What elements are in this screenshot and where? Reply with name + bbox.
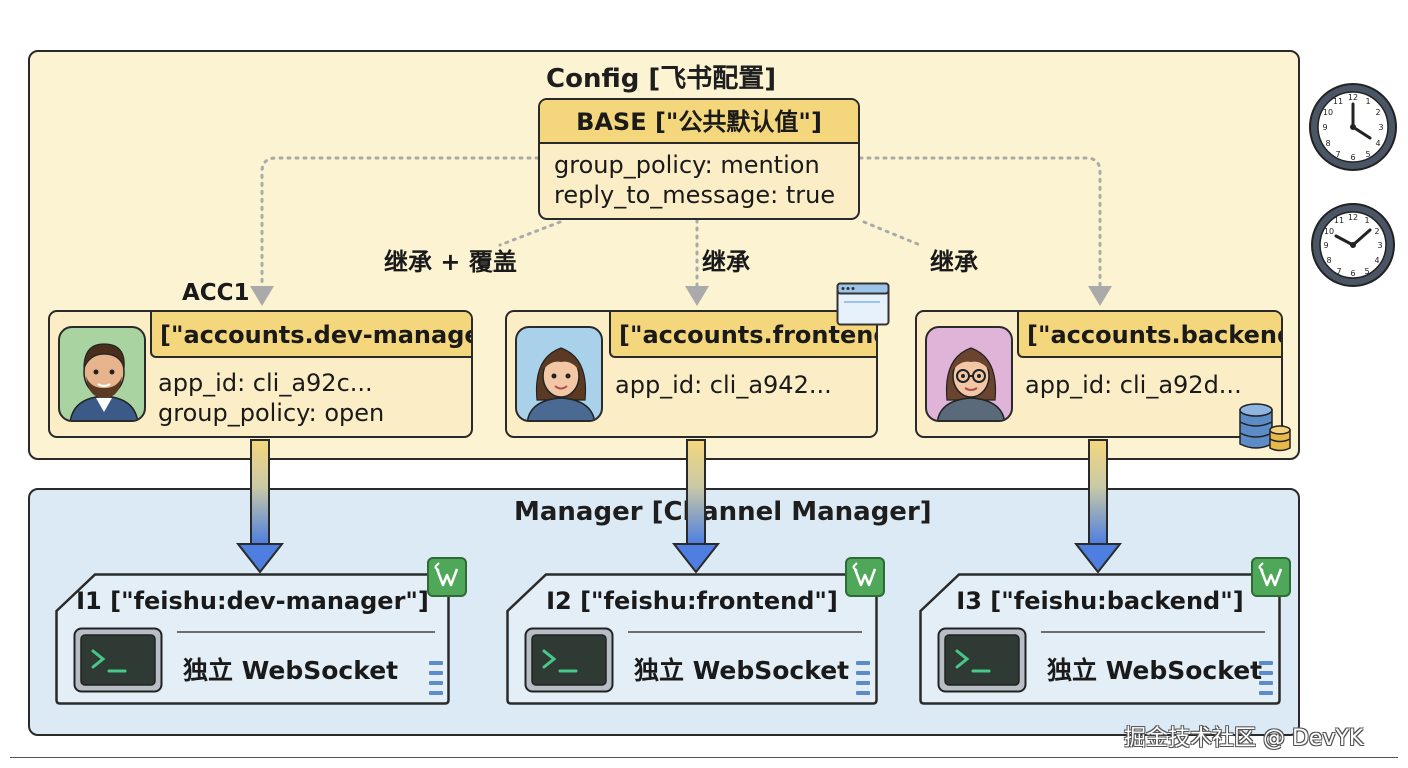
watermark: 掘金技术社区 @ DevYK	[1124, 726, 1364, 751]
account-card-body-dev-manager: app_id: cli_a92c... group_policy: open	[158, 368, 384, 428]
websocket-badge-icon	[427, 557, 467, 597]
instance-card-frontend: I2 ["feishu:frontend"] 独立 WebSocket	[506, 573, 878, 705]
edge-label-inherit-frontend: 继承	[702, 248, 750, 276]
account-card-backend: ["accounts.backend"] app_id: cli_a92d...	[915, 310, 1283, 438]
database-icon	[1239, 403, 1291, 452]
base-line-reply-to-message: reply_to_message: true	[554, 181, 836, 209]
svg-text:12: 12	[1348, 213, 1358, 222]
account-card-title-dev-manager: ["accounts.dev-manager"]	[150, 312, 471, 358]
svg-text:9: 9	[1323, 241, 1328, 250]
flow-arrow-shaft-1	[250, 439, 270, 545]
terminal-icon	[937, 627, 1027, 693]
account-app-id-dev-manager: app_id: cli_a92c...	[158, 369, 373, 397]
svg-text:10: 10	[1324, 227, 1334, 236]
inherit-arrowhead-acc3	[1088, 286, 1112, 306]
flow-arrowhead-2	[671, 543, 721, 574]
svg-text:11: 11	[1333, 97, 1343, 106]
avatar-icon	[925, 326, 1013, 422]
websocket-badge-icon	[1251, 557, 1291, 597]
account-card-body-backend: app_id: cli_a92d...	[1025, 370, 1242, 400]
inherit-line-acc3	[858, 156, 1102, 287]
account-card-dev-manager: ["accounts.dev-manager"] app_id: cli_a92…	[48, 310, 473, 438]
inherit-arrowhead-acc1	[250, 286, 274, 306]
avatar-icon	[58, 326, 146, 422]
account-card-frontend: ["accounts.frontend"] app_id: cli_a942..…	[505, 310, 878, 438]
base-line-group-policy: group_policy: mention	[554, 151, 820, 179]
svg-text:6: 6	[1350, 153, 1355, 162]
flow-arrow-shaft-3	[1088, 439, 1108, 545]
menu-icon	[1259, 661, 1273, 695]
account-app-id-frontend: app_id: cli_a942...	[615, 371, 832, 399]
svg-text:2: 2	[1374, 227, 1379, 236]
menu-icon	[429, 661, 443, 695]
bottom-divider	[10, 757, 1398, 758]
svg-text:1: 1	[1365, 97, 1370, 106]
inherit-line-acc1-diag	[498, 220, 562, 247]
base-card-title: BASE ["公共默认值"]	[540, 100, 858, 144]
instance-text-backend: 独立 WebSocket	[1047, 656, 1263, 685]
flow-arrow-shaft-2	[686, 439, 706, 545]
instance-title-frontend: I2 ["feishu:frontend"]	[546, 587, 838, 615]
svg-text:2: 2	[1375, 108, 1380, 117]
svg-text:5: 5	[1364, 267, 1369, 276]
base-card: BASE ["公共默认值"] group_policy: mention rep…	[538, 98, 860, 220]
acc1-label: ACC1	[182, 280, 250, 306]
flow-arrowhead-3	[1073, 543, 1123, 574]
account-card-title-backend: ["accounts.backend"]	[1017, 312, 1281, 358]
svg-text:11: 11	[1334, 216, 1344, 225]
svg-text:4: 4	[1374, 256, 1379, 265]
inherit-line-acc3-diag	[862, 220, 922, 247]
svg-text:1: 1	[1364, 216, 1369, 225]
svg-text:5: 5	[1365, 150, 1370, 159]
svg-text:7: 7	[1336, 267, 1341, 276]
instance-title-dev-manager: I1 ["feishu:dev-manager"]	[76, 587, 429, 615]
account-group-policy-dev-manager: group_policy: open	[158, 399, 385, 427]
svg-text:8: 8	[1325, 139, 1330, 148]
menu-icon	[856, 661, 870, 695]
terminal-icon	[524, 627, 614, 693]
browser-window-icon	[836, 282, 890, 326]
manager-title: Manager [Channel Manager]	[514, 497, 932, 527]
edge-label-inherit-backend: 继承	[930, 248, 978, 276]
account-app-id-backend: app_id: cli_a92d...	[1025, 371, 1242, 399]
terminal-icon	[73, 627, 163, 693]
avatar-icon	[515, 326, 603, 422]
instance-text-frontend: 独立 WebSocket	[634, 656, 850, 685]
edge-label-inherit-override: 继承 + 覆盖	[384, 248, 517, 276]
inherit-arrowhead-acc2	[685, 286, 709, 306]
instance-title-backend: I3 ["feishu:backend"]	[956, 587, 1244, 615]
svg-text:10: 10	[1323, 108, 1333, 117]
account-card-body-frontend: app_id: cli_a942...	[615, 370, 832, 400]
account-card-title-frontend: ["accounts.frontend"]	[609, 312, 876, 358]
inherit-line-acc1	[260, 156, 540, 287]
svg-text:9: 9	[1322, 123, 1327, 132]
svg-text:7: 7	[1335, 150, 1340, 159]
flow-arrowhead-1	[235, 543, 285, 574]
svg-text:3: 3	[1378, 123, 1383, 132]
svg-text:4: 4	[1375, 139, 1380, 148]
svg-text:6: 6	[1350, 269, 1355, 278]
instance-text-dev-manager: 独立 WebSocket	[183, 656, 399, 685]
websocket-badge-icon	[845, 557, 885, 597]
svg-text:8: 8	[1326, 256, 1331, 265]
instance-card-backend: I3 ["feishu:backend"] 独立 WebSocket	[919, 573, 1281, 705]
svg-text:3: 3	[1377, 241, 1382, 250]
config-title: Config [飞书配置]	[546, 64, 777, 94]
instance-card-dev-manager: I1 ["feishu:dev-manager"] 独立 WebSocket	[55, 573, 450, 705]
svg-text:12: 12	[1348, 93, 1358, 102]
base-card-body: group_policy: mention reply_to_message: …	[554, 150, 835, 210]
